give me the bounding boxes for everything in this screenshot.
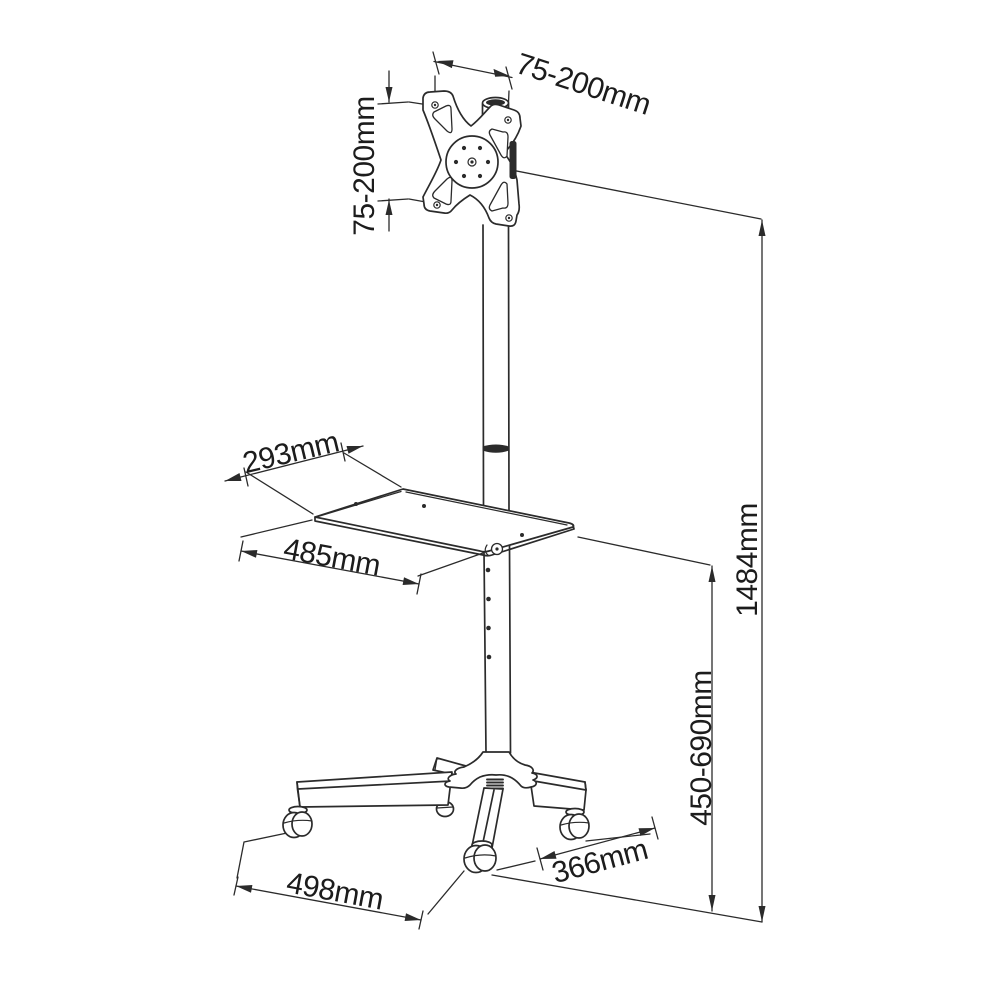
label-shelf-depth: 293mm [240,425,343,480]
base-leg-right [527,771,587,811]
label-vesa-height: 75-200mm [348,96,381,235]
shelf [314,488,575,557]
caster-front [463,840,497,874]
pole-adjust-hole [486,596,491,602]
pole-collar [482,444,509,453]
dim-shelf-height-range: 450-690mm [685,565,718,912]
dim-base-width: 498mm [233,866,424,930]
shelf-screw [422,504,426,508]
label-shelf-width: 485mm [281,532,383,582]
shelf-screw [354,502,358,506]
dim-shelf-depth: 293mm [224,425,364,487]
base-leg-left [296,771,453,808]
base-hub [444,751,538,790]
vesa-cutout [488,128,509,159]
vesa-cutout [432,104,453,134]
vesa-corner-holes [431,101,513,222]
dim-vesa-width: 75-200mm [432,47,655,122]
dim-vesa-height: 75-200mm [348,70,409,236]
hub-clamp-stripes [486,778,504,790]
base [282,751,590,874]
pole-adjust-hole [486,654,492,660]
label-total-height: 1484mm [731,503,764,617]
plate-side-bracket [509,141,517,179]
caster-right [559,807,590,841]
label-shelf-height-range: 450-690mm [685,670,718,826]
label-base-depth: 366mm [548,833,651,890]
pole-adjust-hole [485,567,491,573]
shelf-screw [520,533,524,537]
label-base-width: 498mm [284,866,386,916]
label-vesa-width: 75-200mm [512,47,655,121]
vesa-disc-screws [453,145,491,179]
base-leg-front [471,787,504,849]
pole-adjust-hole [486,625,491,631]
dim-total-height: 1484mm [731,219,766,923]
dim-base-depth: 366mm [536,816,659,890]
shelf-clamp [484,542,504,556]
caster-left [282,805,313,839]
vesa-mount-plate [422,90,522,227]
dim-shelf-width: 485mm [238,532,422,595]
vesa-cutout [488,181,509,212]
